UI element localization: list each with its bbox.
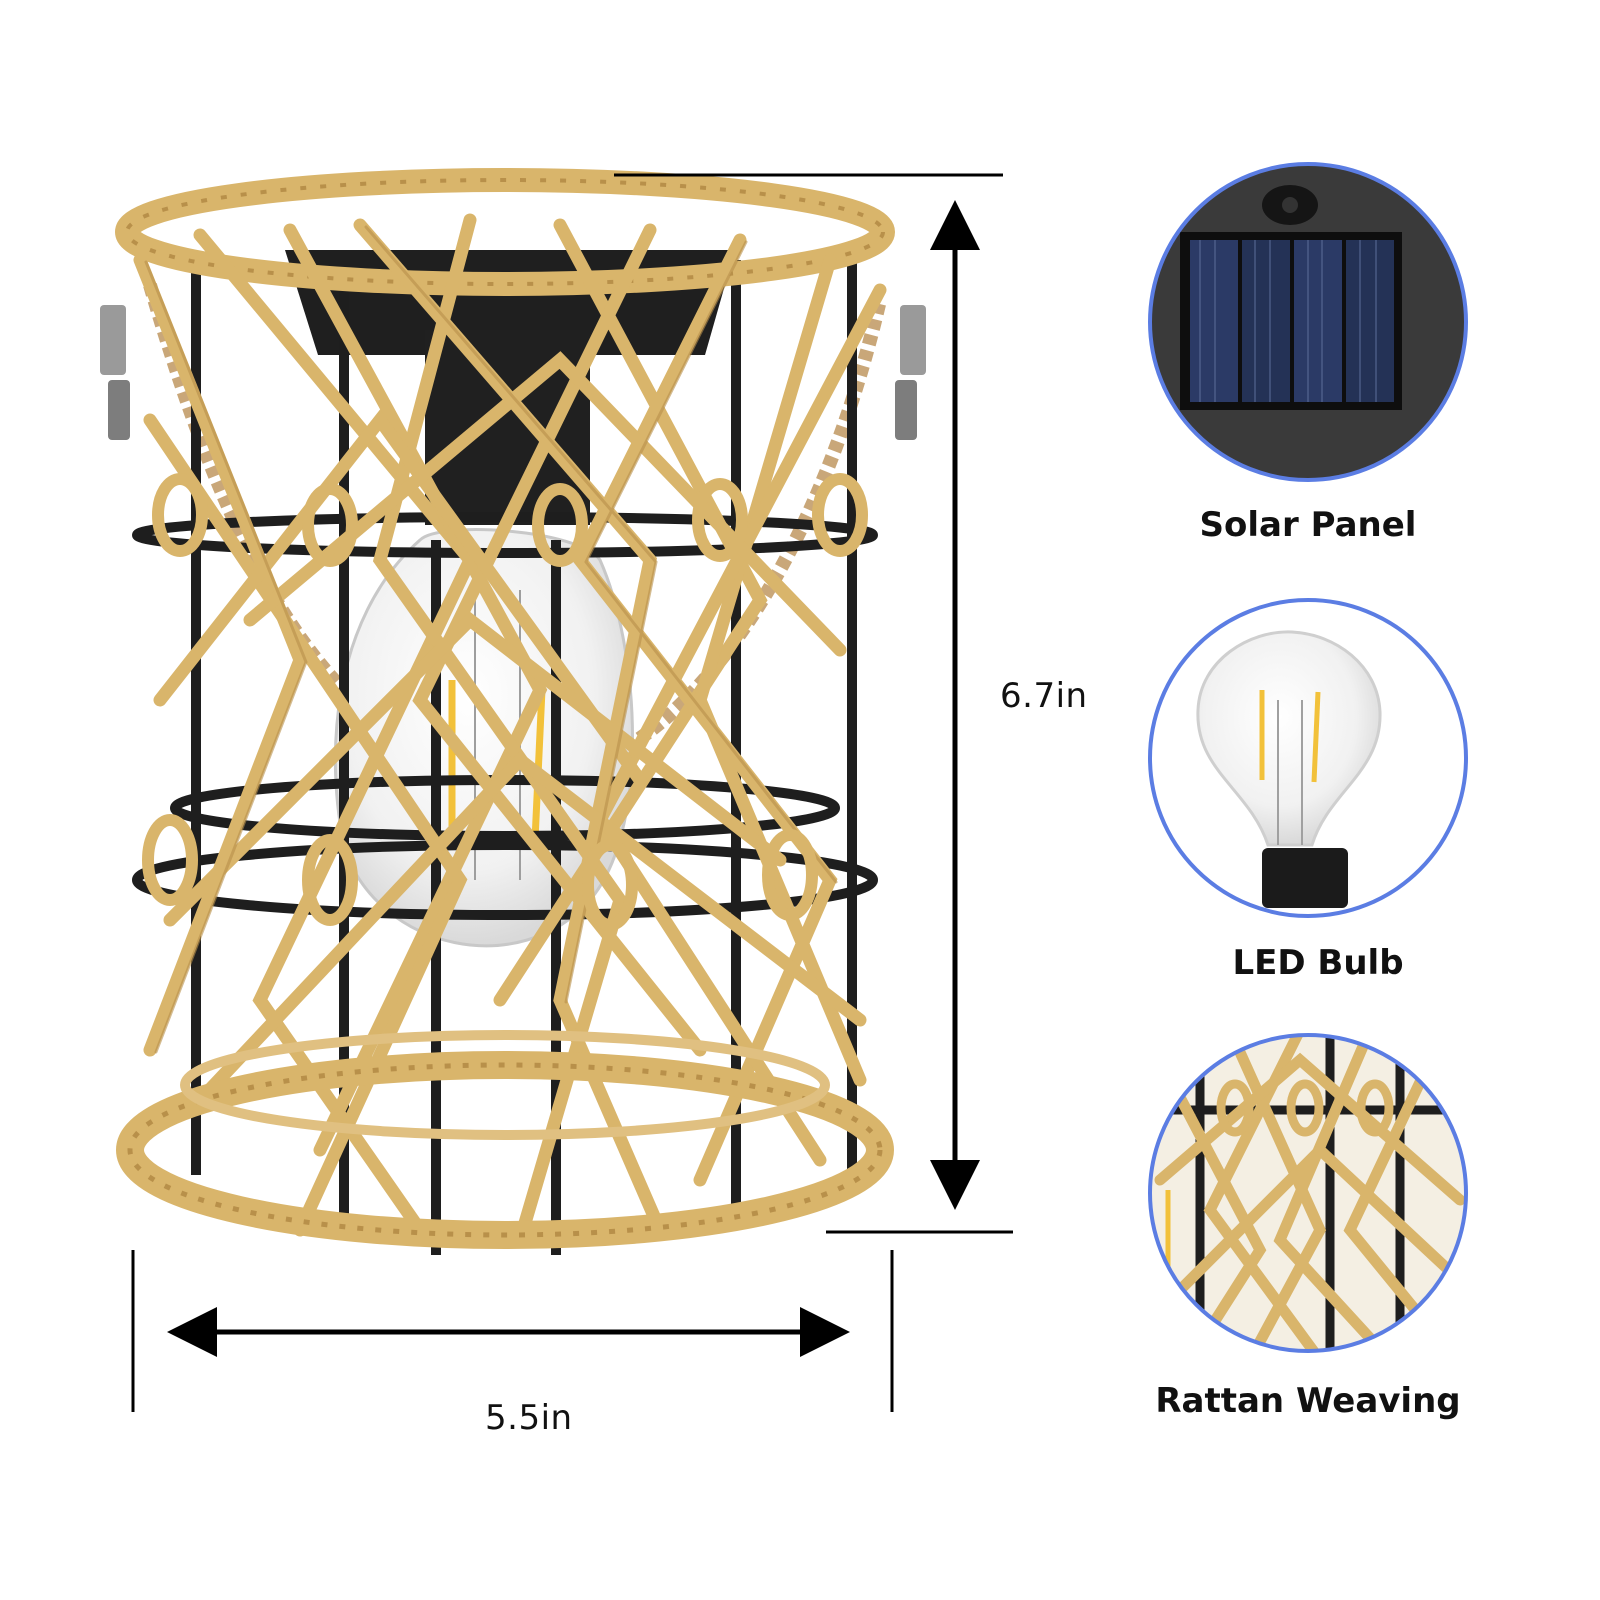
feature-caption-rattan-weaving: Rattan Weaving	[1155, 1381, 1461, 1421]
rattan-weave-icon	[1148, 1033, 1468, 1353]
feature-caption-solar-panel: Solar Panel	[1199, 505, 1417, 545]
rattan-lantern	[100, 168, 926, 1255]
height-label: 6.7in	[1000, 676, 1088, 716]
height-dimension	[614, 173, 1013, 1234]
width-dimension	[131, 1250, 894, 1412]
solar-panel-icon	[1148, 162, 1468, 482]
led-bulb-icon	[1148, 598, 1468, 918]
feature-caption-led-bulb: LED Bulb	[1232, 943, 1404, 983]
width-label: 5.5in	[485, 1398, 573, 1438]
